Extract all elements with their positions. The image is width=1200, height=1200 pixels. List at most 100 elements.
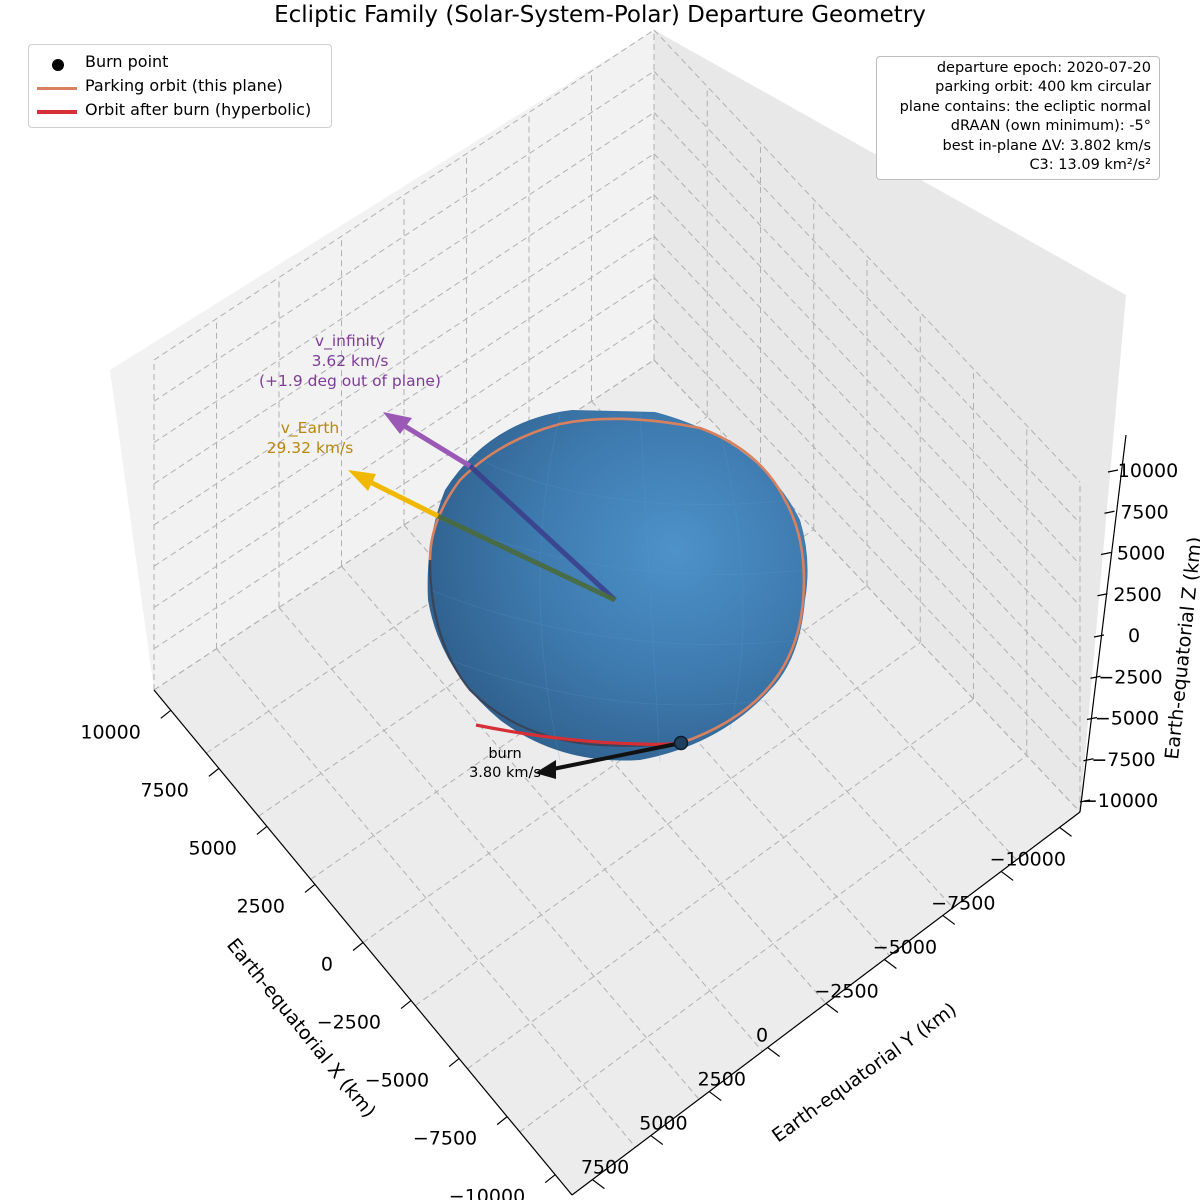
legend-label: Parking orbit (this plane) [85,76,283,95]
burn-arrow-shaft [547,741,682,772]
v-infinity-arrow-inside [468,464,617,602]
x-tick-mark [304,883,316,893]
earth-sphere [427,410,808,761]
floor-grid-line [403,524,827,1004]
x-tick-label: 0 [321,954,333,976]
y-tick-label: −10000 [990,848,1066,870]
v-earth-name: v_Earth [280,419,340,437]
parking-orbit-line-icon [37,87,77,90]
z-tick-mark [1090,675,1101,679]
floor-grid-line [467,698,974,1070]
y-tick-mark [708,1091,722,1102]
y-tick-mark [942,914,956,925]
x-tick-label: 7500 [141,779,189,801]
x-tick-label: 10000 [80,721,140,743]
legend-item-parking-orbit: Parking orbit (this plane) [29,74,329,96]
info-line: departure epoch: 2020-07-20 [936,60,1151,76]
z-axis-label: Earth-equatorial Z (km) [1161,536,1200,761]
z-tick-mark [1079,799,1091,803]
wall-grid-line [653,153,1081,607]
burn-point-dot-icon [52,59,64,71]
v-earth-arrowhead [348,470,376,491]
wall-grid-line [653,112,1081,565]
z-tick-label: −2500 [1098,666,1162,688]
burn-point-marker [673,735,689,751]
legend-item-burn-point: Burn point [29,50,329,72]
info-line: parking orbit: 400 km circular [935,79,1151,96]
x-tick-mark [208,767,220,777]
scene [348,410,808,779]
y-tick-mark [1059,826,1072,837]
floor-grid-line [414,642,921,1007]
y-tick-mark [767,1047,780,1058]
wall-grid-line [653,29,1081,483]
y-tick-mark [592,1179,605,1190]
x-tick-mark [352,942,364,951]
z-axis-line [1079,434,1127,813]
v-earth-arrow-inside [436,513,617,603]
x-tick-label: 2500 [237,895,285,917]
legend-label: Orbit after burn (hyperbolic) [85,100,312,119]
y-tick-label: 2500 [698,1069,746,1091]
z-tick-mark [1100,551,1112,556]
z-tick-mark [1086,716,1098,721]
z-tick-mark [1107,469,1119,473]
legend-item-hyperbolic-orbit: Orbit after burn (hyperbolic) [29,98,329,120]
x-tick-mark [160,709,172,719]
z-tick-mark [1093,634,1105,638]
z-tick-label: −5000 [1095,708,1159,730]
x-tick-label: −5000 [365,1070,429,1092]
v-infinity-out-of-plane: (+1.9 deg out of plane) [259,372,441,390]
burn-arrowhead [535,760,556,779]
burn-magnitude: 3.80 km/s [469,765,541,781]
x-tick-mark [496,1116,508,1126]
z-tick-label: −10000 [1082,790,1158,812]
x-tick-label: −2500 [317,1012,381,1034]
x-tick-label: 5000 [189,837,237,859]
hyperbolic-orbit-line-icon [37,110,77,114]
z-tick-mark [1083,758,1094,762]
info-line: best in-plane ΔV: 3.802 km/s [942,137,1152,154]
back-left-pane [110,30,654,690]
z-tick-mark [1097,593,1108,597]
info-line: dRAAN (own minimum): -5° [950,118,1151,135]
chart-title: Ecliptic Family (Solar-System-Polar) Dep… [274,2,926,28]
y-tick-label: 7500 [581,1157,629,1179]
y-tick-label: −2500 [814,980,878,1002]
z-tick-label: 7500 [1120,501,1168,523]
floor-grid-line [653,359,1081,813]
y-tick-label: −5000 [873,936,937,958]
y-tick-label: −7500 [931,892,995,914]
z-tick-label: 0 [1128,625,1140,647]
parking-orbit-back [428,559,682,747]
z-tick-mark [1104,510,1115,514]
info-box: departure epoch: 2020-07-20 parking orbi… [876,56,1160,180]
x-tick-label: −7500 [413,1128,477,1150]
v-infinity-magnitude: 3.62 km/s [311,352,389,370]
v-infinity-name: v_infinity [314,332,386,350]
info-line: plane contains: the ecliptic normal [899,98,1151,115]
y-tick-mark [1000,870,1014,881]
parking-orbit-front [428,417,806,745]
y-tick-mark [884,958,897,969]
v-earth-magnitude: 29.32 km/s [266,439,354,457]
x-tick-mark [544,1174,556,1184]
x-tick-mark [400,1000,412,1010]
v-infinity-label: v_infinity 3.62 km/s (+1.9 deg out of pl… [250,331,450,391]
x-tick-mark [256,825,268,835]
z-tick-label: 2500 [1113,584,1161,606]
floor-grid-line [519,755,1028,1133]
burn-name: burn [488,746,522,762]
legend-label: Burn point [85,52,169,71]
info-line: C3: 13.09 km²/s² [1029,157,1151,174]
y-tick-mark [650,1135,664,1146]
back-right-pane [654,30,1126,812]
v-infinity-arrowhead [383,412,412,434]
x-tick-label: −10000 [449,1186,525,1200]
x-ticks: 10000 7500 5000 2500 0 −2500 −5000 −7500 −10000 [80,709,556,1200]
z-tick-label: −7500 [1091,749,1155,771]
y-tick-label: 5000 [639,1113,687,1135]
